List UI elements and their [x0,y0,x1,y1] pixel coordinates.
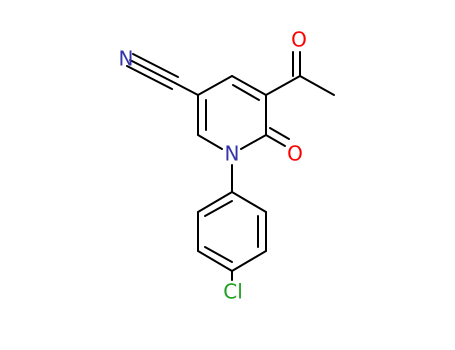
ph-bond-4 [197,250,233,272]
c3-acyl-bond [265,75,301,96]
nitrile-bond-3 [132,53,179,78]
ph-bond-3 [231,250,267,272]
c5-c4-bond [197,75,233,96]
c2-n1-bond [240,134,267,150]
c2-o-bond [265,134,286,147]
ring-nitrogen-label: N [225,142,240,166]
ketone-oxygen-label: O [291,28,307,52]
c5-cn-bond [174,82,199,96]
bond-lines [126,51,335,281]
c4-c3-bond [231,75,267,96]
acyl-methyl-bond [299,75,335,96]
n1-c6-bond [197,134,223,150]
ph-bond-4-inner [204,246,233,263]
nitrile-nitrogen-label: N [119,47,134,71]
ph-bond-6-inner [204,200,233,217]
chlorine-label: Cl [223,280,243,304]
nitrile-bond-2 [126,65,173,90]
nitrile-bond-1 [129,59,176,84]
ph-bond-6 [197,191,233,213]
c4-c3-inner-bond [232,84,260,101]
ph-bond-1 [231,191,267,213]
lactam-oxygen-label: O [287,142,303,166]
c2-o-bond-2 [269,127,290,140]
